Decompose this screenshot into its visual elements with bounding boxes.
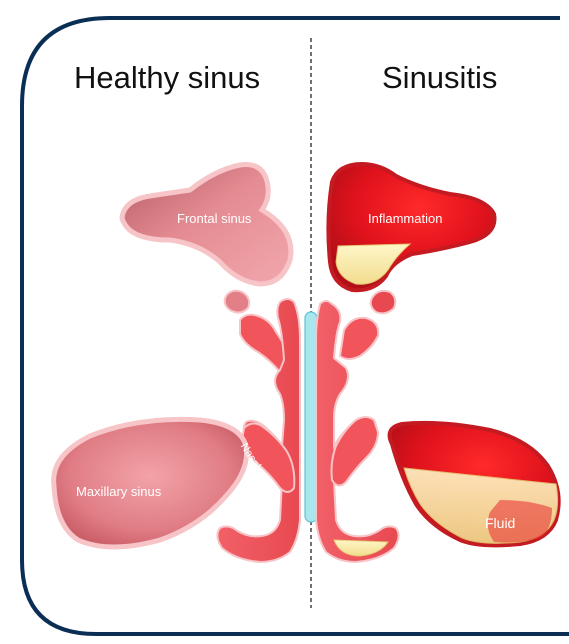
turbinate-lower-inflamed bbox=[332, 417, 379, 486]
title-healthy-sinus: Healthy sinus bbox=[74, 60, 260, 96]
ethmoid-blob-inflamed bbox=[371, 291, 396, 313]
turbinate-upper-inflamed bbox=[340, 318, 378, 359]
label-maxillary-sinus: Maxillary sinus bbox=[76, 484, 161, 499]
label-frontal-sinus: Frontal sinus bbox=[177, 211, 251, 226]
label-inflammation: Inflammation bbox=[368, 211, 442, 226]
title-sinusitis: Sinusitis bbox=[382, 60, 497, 96]
ethmoid-blob-healthy bbox=[225, 291, 249, 313]
label-fluid: Fluid bbox=[485, 515, 515, 531]
fluid-frontal bbox=[336, 244, 410, 284]
